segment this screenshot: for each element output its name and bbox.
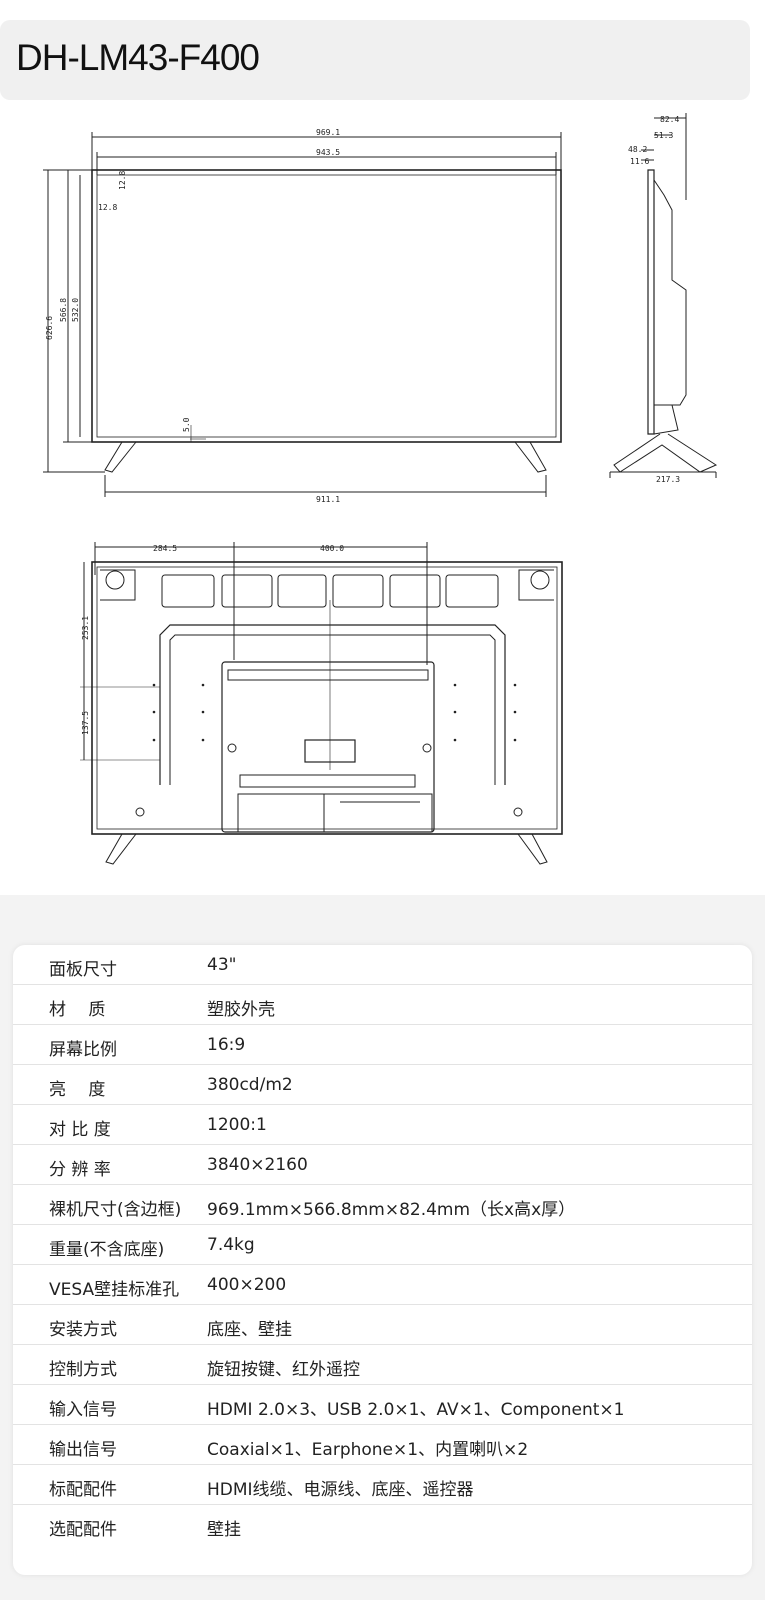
spec-label: 输入信号 (49, 1400, 117, 1420)
dim-label: 51.3 (654, 131, 673, 140)
spec-label: 安装方式 (49, 1320, 117, 1340)
back-dots (152, 683, 517, 742)
dim-label: 626.6 (45, 316, 54, 340)
spec-row: 安装方式 底座、壁挂 (13, 1305, 752, 1345)
spec-row: 选配配件 壁挂 (13, 1505, 752, 1544)
spec-label: 对 比 度 (49, 1120, 111, 1140)
spec-value: 400×200 (207, 1275, 287, 1295)
dim-label: 11.6 (630, 157, 649, 166)
dim-label: 253.1 (81, 616, 90, 640)
dim-label: 5.0 (182, 417, 191, 432)
spec-row: 控制方式 旋钮按键、红外遥控 (13, 1345, 752, 1385)
dim-label: 284.5 (153, 544, 177, 553)
spec-row: 材 质 塑胶外壳 (13, 985, 752, 1025)
front-tv-frame (91, 169, 562, 443)
spec-label: 屏幕比例 (49, 1040, 117, 1060)
back-right-foot (517, 833, 548, 865)
dim-label: 82.4 (660, 115, 679, 124)
side-stand (613, 433, 718, 473)
spec-row: 亮 度 380cd/m2 (13, 1065, 752, 1105)
spec-row: 标配配件 HDMI线缆、电源线、底座、遥控器 (13, 1465, 752, 1505)
spec-label: 亮 度 (49, 1080, 106, 1100)
spec-value: HDMI线缆、电源线、底座、遥控器 (207, 1480, 474, 1500)
dim-label: 943.5 (316, 148, 340, 157)
spec-value: 43" (207, 955, 237, 975)
spec-value: 壁挂 (207, 1520, 241, 1540)
spec-value: HDMI 2.0×3、USB 2.0×1、AV×1、Component×1 (207, 1400, 625, 1420)
spec-label: 控制方式 (49, 1360, 117, 1380)
spec-label: 输出信号 (49, 1440, 117, 1460)
dim-label: 566.8 (59, 298, 68, 322)
spec-value: 16:9 (207, 1035, 246, 1055)
spec-row: 输出信号 Coaxial×1、Earphone×1、内置喇叭×2 (13, 1425, 752, 1465)
spec-label: VESA壁挂标准孔 (49, 1280, 180, 1300)
spec-row: 屏幕比例 16:9 (13, 1025, 752, 1065)
model-title: DH-LM43-F400 (16, 37, 260, 78)
dimension-drawing: 969.1 943.5 12.8 12.8 626.6 566.8 532.0 … (0, 100, 765, 890)
dim-label: 400.0 (320, 544, 344, 553)
spec-label: 面板尺寸 (49, 960, 117, 980)
title-bar: DH-LM43-F400 (0, 20, 750, 100)
spec-label: 标配配件 (49, 1480, 117, 1500)
spec-label: 选配配件 (49, 1520, 117, 1540)
dim-label: 217.3 (656, 475, 680, 484)
spec-value: 380cd/m2 (207, 1075, 293, 1095)
technical-drawing-svg: 969.1 943.5 12.8 12.8 626.6 566.8 532.0 … (43, 113, 718, 865)
dim-label: 137.5 (81, 711, 90, 735)
back-center-module (221, 661, 435, 833)
spec-label: 材 质 (49, 1000, 106, 1020)
side-back-cover (653, 179, 687, 406)
spec-row: 输入信号 HDMI 2.0×3、USB 2.0×1、AV×1、Component… (13, 1385, 752, 1425)
front-tv-screen (96, 174, 557, 438)
dim-label: 532.0 (71, 298, 80, 322)
spec-row: 面板尺寸 43" (13, 945, 752, 985)
spec-label: 重量(不含底座) (49, 1240, 165, 1260)
spec-value: 7.4kg (207, 1235, 255, 1255)
spec-value: 1200:1 (207, 1115, 267, 1135)
spec-label: 分 辨 率 (49, 1160, 111, 1180)
spec-value: 底座、壁挂 (207, 1320, 292, 1340)
dim-label: 911.1 (316, 495, 340, 504)
spec-row: 重量(不含底座) 7.4kg (13, 1225, 752, 1265)
dim-label: 48.2 (628, 145, 647, 154)
back-left-foot (105, 833, 137, 865)
dim-label: 12.8 (98, 203, 117, 212)
side-panel (647, 169, 655, 435)
spec-row: 分 辨 率 3840×2160 (13, 1145, 752, 1185)
spec-row: VESA壁挂标准孔 400×200 (13, 1265, 752, 1305)
spec-value: 旋钮按键、红外遥控 (207, 1360, 360, 1380)
front-left-foot (104, 441, 137, 473)
back-tv-frame (91, 561, 563, 835)
spec-value: Coaxial×1、Earphone×1、内置喇叭×2 (207, 1440, 529, 1460)
spec-row: 对 比 度 1200:1 (13, 1105, 752, 1145)
spec-value: 塑胶外壳 (207, 1000, 275, 1020)
front-right-foot (514, 441, 547, 473)
dim-label: 969.1 (316, 128, 340, 137)
dim-label: 12.8 (118, 171, 127, 190)
spec-value: 969.1mm×566.8mm×82.4mm（长x高x厚） (207, 1200, 576, 1220)
spec-label: 裸机尺寸(含边框) (49, 1200, 182, 1220)
spec-row: 裸机尺寸(含边框) 969.1mm×566.8mm×82.4mm（长x高x厚） (13, 1185, 752, 1225)
spec-value: 3840×2160 (207, 1155, 308, 1175)
spec-table: 面板尺寸 43" 材 质 塑胶外壳 屏幕比例 16:9 亮 度 380cd/m2… (13, 945, 752, 1575)
